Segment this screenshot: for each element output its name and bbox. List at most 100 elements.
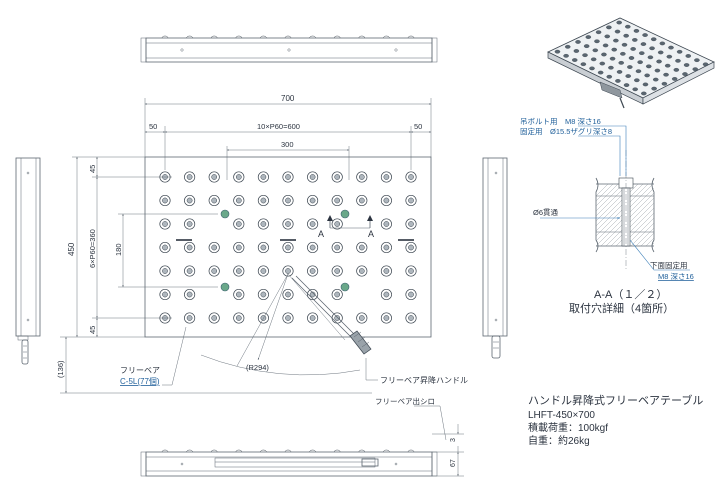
hatch-line [596, 184, 644, 232]
hatch-line [635, 227, 654, 246]
edge-ball [260, 449, 267, 453]
free-bear-ball [380, 218, 392, 230]
free-bear-ball [184, 312, 196, 324]
dim-50-left: 50 [149, 122, 157, 131]
iso-ball [611, 47, 617, 52]
edge-ball [358, 449, 366, 453]
iso-ball [563, 53, 569, 58]
free-bear-ball [233, 265, 245, 277]
edge-ball [186, 449, 193, 453]
section-mark-left: A [318, 229, 324, 239]
free-bear-ball [233, 218, 245, 230]
iso-ball [641, 91, 647, 96]
free-bear-ball [282, 194, 294, 207]
spec-load: 積載荷重：100kgf [528, 421, 608, 434]
iso-ball [608, 65, 614, 70]
hatch-line [605, 197, 654, 246]
hatch-line [596, 184, 624, 212]
iso-ball [575, 40, 581, 44]
iso-ball [633, 29, 640, 33]
free-bear-ball [282, 218, 294, 230]
free-bear-ball [233, 312, 245, 324]
hatch-line [596, 184, 609, 197]
iso-ball [564, 44, 571, 49]
iso-ball [625, 74, 631, 78]
iso-ball [597, 70, 604, 75]
hatch-line [620, 212, 654, 246]
hatch-line [650, 242, 654, 246]
iso-ball [583, 44, 590, 48]
free-bear-ball [233, 288, 245, 301]
iso-ball [649, 46, 655, 51]
free-bear-ball [159, 218, 171, 230]
free-bear-ball [356, 241, 368, 254]
iso-ball [644, 73, 650, 78]
dim-300: 300 [281, 140, 294, 149]
edge-ball [383, 35, 390, 39]
free-bear-ball [380, 265, 392, 277]
hatch-line [661, 184, 723, 246]
iso-ball [666, 54, 673, 59]
dim-700: 700 [281, 94, 295, 103]
iso-ball [585, 35, 592, 39]
iso-ball [592, 48, 599, 53]
free-bear-ball [257, 218, 269, 230]
free-bear-ball [307, 218, 319, 230]
iso-ball [642, 33, 648, 37]
free-bear-ball [405, 241, 417, 254]
iso-ball [682, 72, 688, 76]
free-bear-ball [184, 288, 196, 301]
iso-ball [646, 64, 652, 69]
iso-ball [613, 38, 619, 43]
hatch-line [625, 217, 654, 246]
free-bear-ball [208, 241, 220, 254]
left-side-view [15, 157, 41, 365]
iso-ball [627, 65, 633, 69]
hatch-line [596, 184, 614, 202]
iso-ball [692, 67, 699, 72]
dim-50-right: 50 [414, 122, 422, 131]
iso-ball [639, 51, 645, 55]
free-bear-ball [208, 194, 220, 207]
free-bear-ball [356, 194, 368, 207]
iso-ball [616, 20, 622, 25]
dim-360: 6×P60=360 [88, 229, 97, 268]
free-bear-ball [282, 312, 294, 324]
spec-weight: 自重：約26kg [528, 434, 590, 447]
iso-ball [589, 66, 595, 71]
right-side-view [482, 157, 508, 359]
free-bear-ball [282, 171, 294, 183]
free-bear-ball [307, 194, 319, 207]
free-bear-ball [208, 171, 220, 183]
iso-ball [615, 79, 621, 83]
free-bear-ball [159, 194, 171, 207]
iso-ball [630, 47, 636, 51]
iso-ball [702, 62, 709, 67]
free-bear-ball [307, 241, 319, 254]
detail-title-1: A-A（１／２） [594, 288, 667, 301]
free-bear-ball [208, 312, 220, 324]
iso-ball [685, 54, 692, 58]
iso-ball [623, 83, 630, 87]
edge-ball [309, 35, 316, 39]
iso-ball [657, 50, 664, 55]
edge-ball [161, 35, 169, 39]
edge-ball [284, 449, 292, 453]
free-bear-ball [307, 171, 319, 183]
iso-ball [618, 61, 624, 65]
free-bear-ball [380, 194, 392, 207]
detail-bottom-fix-2: M8 深さ16 [658, 272, 694, 281]
free-bear-ball [331, 288, 343, 301]
section-mark-right: A [368, 229, 374, 239]
iso-ball [650, 37, 657, 42]
iso-ball [632, 87, 638, 92]
free-bear-ball [159, 265, 171, 277]
iso-ball [609, 56, 616, 61]
free-bear-ball [380, 312, 392, 324]
free-bear-ball [405, 312, 417, 324]
free-bear-ball [331, 194, 343, 207]
edge-ball [284, 35, 292, 39]
free-bear-ball [405, 265, 417, 277]
iso-ball [573, 49, 580, 53]
